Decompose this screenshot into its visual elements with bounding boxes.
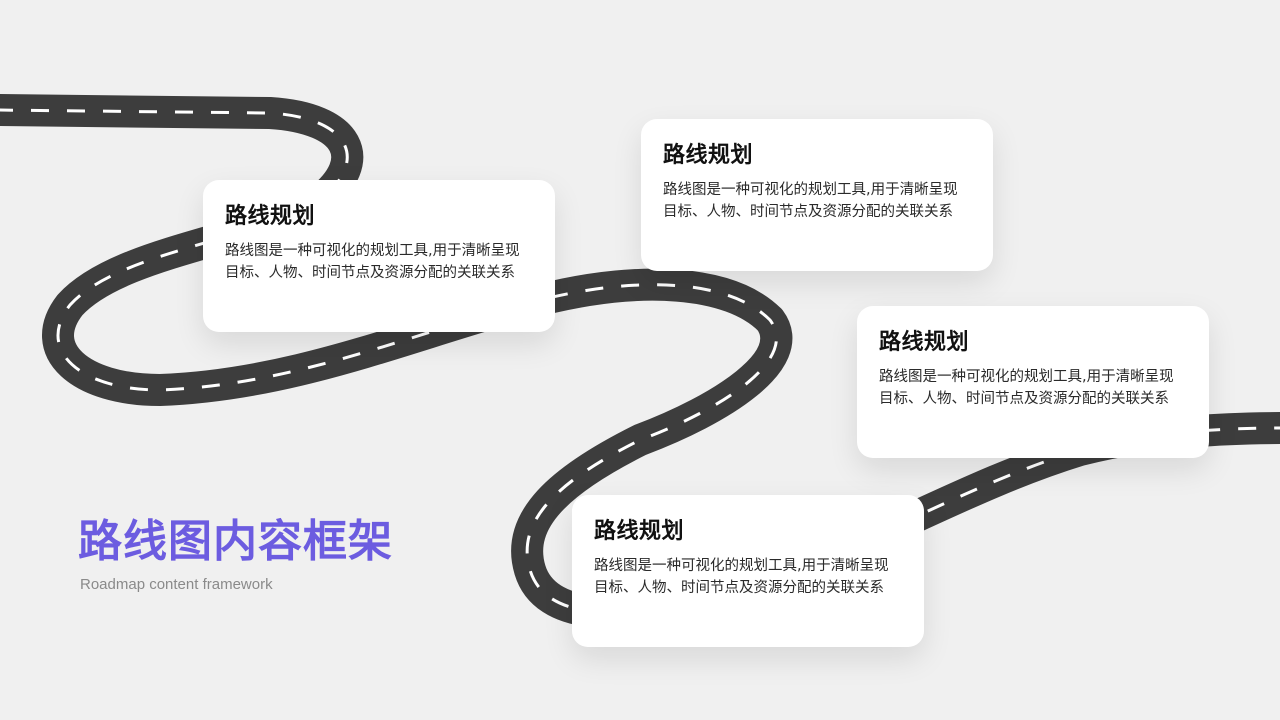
card-title: 路线规划: [594, 519, 685, 544]
card-title: 路线规划: [225, 204, 316, 229]
roadmap-card-3: 路线规划 路线图是一种可视化的规划工具,用于清晰呈现目标、人物、时间节点及资源分…: [857, 306, 1209, 458]
road-center-dashes: [0, 108, 1280, 614]
roadmap-card-1: 路线规划 路线图是一种可视化的规划工具,用于清晰呈现目标、人物、时间节点及资源分…: [203, 180, 555, 332]
page-subtitle: Roadmap content framework: [80, 576, 273, 593]
card-description: 路线图是一种可视化的规划工具,用于清晰呈现目标、人物、时间节点及资源分配的关联关…: [594, 558, 889, 596]
roadmap-card-2: 路线规划 路线图是一种可视化的规划工具,用于清晰呈现目标、人物、时间节点及资源分…: [641, 119, 993, 271]
roadmap-card-4: 路线规划 路线图是一种可视化的规划工具,用于清晰呈现目标、人物、时间节点及资源分…: [572, 495, 924, 647]
page-title: 路线图内容框架: [78, 516, 393, 567]
card-title: 路线规划: [663, 143, 754, 168]
card-description: 路线图是一种可视化的规划工具,用于清晰呈现目标、人物、时间节点及资源分配的关联关…: [663, 182, 958, 220]
card-description: 路线图是一种可视化的规划工具,用于清晰呈现目标、人物、时间节点及资源分配的关联关…: [225, 243, 520, 281]
card-description: 路线图是一种可视化的规划工具,用于清晰呈现目标、人物、时间节点及资源分配的关联关…: [879, 369, 1174, 407]
card-title: 路线规划: [879, 330, 970, 355]
